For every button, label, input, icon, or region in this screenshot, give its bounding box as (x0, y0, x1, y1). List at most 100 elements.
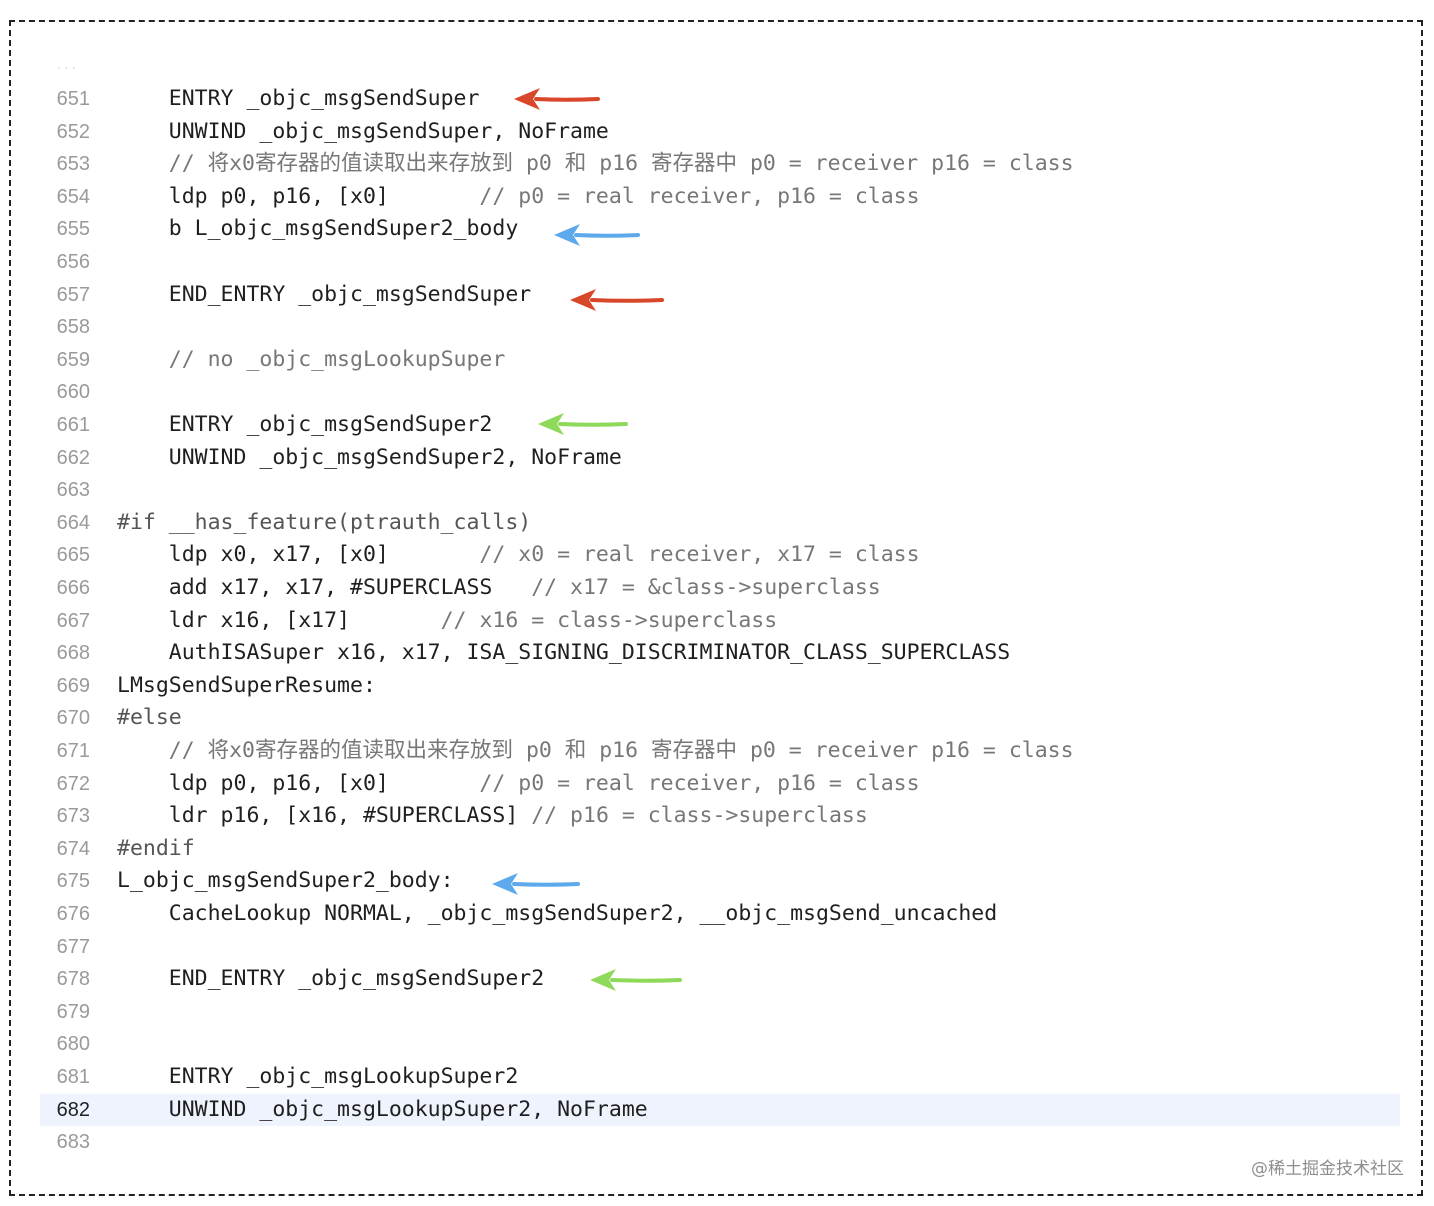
code-line[interactable]: 656 (40, 246, 1400, 278)
preprocessor-directive: #endif (117, 835, 195, 861)
line-number: 665 (56, 544, 90, 567)
code-statement: ldr x16, [x17] (117, 607, 350, 633)
code-line[interactable]: 657 END_ENTRY _objc_msgSendSuper (40, 279, 1400, 311)
green-arrow-end-entry2 (590, 969, 682, 991)
code-line[interactable]: 673 ldr p16, [x16, #SUPERCLASS] // p16 =… (40, 800, 1400, 832)
code-line[interactable]: 667 ldr x16, [x17] // x16 = class->super… (40, 605, 1400, 637)
code-line[interactable]: 663 (40, 474, 1400, 506)
code-line[interactable]: 654 ldp p0, p16, [x0] // p0 = real recei… (40, 181, 1400, 213)
code-statement: add x17, x17, #SUPERCLASS (117, 575, 493, 600)
dashed-frame (9, 20, 1423, 1196)
code-line[interactable]: 671 // 将x0寄存器的值读取出来存放到 p0 和 p16 寄存器中 p0 … (40, 735, 1400, 767)
code-text: ldr p16, [x16, #SUPERCLASS] // p16 = cla… (117, 800, 868, 832)
code-line[interactable]: 680 (40, 1028, 1400, 1060)
code-line[interactable]: 653 // 将x0寄存器的值读取出来存放到 p0 和 p16 寄存器中 p0 … (40, 148, 1400, 180)
code-line[interactable]: 678 END_ENTRY _objc_msgSendSuper2 (40, 963, 1400, 995)
line-number: 672 (56, 772, 90, 795)
code-text: L_objc_msgSendSuper2_body: (117, 865, 454, 897)
line-number: 663 (56, 479, 90, 502)
line-number: 653 (56, 153, 90, 176)
line-number: 674 (56, 837, 90, 860)
code-statement: UNWIND _objc_msgSendSuper2, NoFrame (117, 444, 622, 470)
code-statement: ldp x0, x17, [x0] (117, 542, 389, 568)
code-statement: END_ENTRY _objc_msgSendSuper (117, 281, 532, 307)
code-line[interactable]: 668 AuthISASuper x16, x17, ISA_SIGNING_D… (40, 637, 1400, 669)
code-statement: ENTRY _objc_msgSendSuper (117, 86, 480, 111)
code-line[interactable]: 660 (40, 376, 1400, 408)
code-line[interactable]: 664#if __has_feature(ptrauth_calls) (40, 507, 1400, 539)
code-text: UNWIND _objc_msgSendSuper, NoFrame (117, 116, 609, 148)
code-line[interactable]: 676 CacheLookup NORMAL, _objc_msgSendSup… (40, 898, 1400, 930)
line-number: 675 (56, 870, 90, 893)
code-text: AuthISASuper x16, x17, ISA_SIGNING_DISCR… (117, 637, 1010, 669)
code-line[interactable]: 662 UNWIND _objc_msgSendSuper2, NoFrame (40, 442, 1400, 474)
code-statement: ENTRY _objc_msgSendSuper2 (117, 412, 493, 437)
line-number: 668 (56, 642, 90, 665)
code-text: ldr x16, [x17] // x16 = class->superclas… (117, 605, 777, 637)
code-text: #if __has_feature(ptrauth_calls) (117, 507, 531, 539)
line-number: 651 (56, 88, 90, 110)
line-number: 652 (56, 120, 90, 143)
code-line[interactable]: 652 UNWIND _objc_msgSendSuper, NoFrame (40, 116, 1400, 148)
code-text: UNWIND _objc_msgLookupSuper2, NoFrame (117, 1094, 648, 1126)
code-statement: ldp p0, p16, [x0] (117, 770, 389, 796)
line-number: 667 (56, 609, 90, 632)
line-number: 669 (56, 674, 90, 697)
line-number: 662 (56, 446, 90, 469)
line-number: 656 (56, 251, 90, 273)
line-number: 666 (56, 577, 90, 599)
blue-arrow-body-label (492, 873, 580, 895)
code-line[interactable]: 681 ENTRY _objc_msgLookupSuper2 (40, 1061, 1400, 1093)
code-line[interactable]: 659 // no _objc_msgLookupSuper (40, 344, 1400, 376)
line-number: 681 (56, 1066, 90, 1088)
line-number: 657 (56, 283, 90, 306)
line-number: 680 (56, 1033, 90, 1056)
code-line[interactable]: 661 ENTRY _objc_msgSendSuper2 (40, 409, 1400, 441)
red-arrow-end-entry (570, 289, 664, 311)
code-line[interactable]: 683 (40, 1126, 1400, 1158)
code-line[interactable]: 666 add x17, x17, #SUPERCLASS // x17 = &… (40, 572, 1400, 604)
blue-arrow-branch (554, 224, 640, 246)
line-number: 678 (56, 968, 90, 991)
code-line[interactable]: 670 #else (40, 702, 1400, 734)
code-text: add x17, x17, #SUPERCLASS // x17 = &clas… (117, 572, 881, 604)
code-statement: ldp p0, p16, [x0] (117, 183, 389, 209)
code-line[interactable]: 665 ldp x0, x17, [x0] // x0 = real recei… (40, 539, 1400, 571)
code-text: ENTRY _objc_msgSendSuper (117, 83, 480, 115)
code-line[interactable]: 651 ENTRY _objc_msgSendSuper (40, 83, 1400, 115)
code-text: ENTRY _objc_msgSendSuper2 (117, 409, 493, 441)
code-line[interactable]: 672 ldp p0, p16, [x0] // p0 = real recei… (40, 768, 1400, 800)
code-line[interactable]: 679 (40, 996, 1400, 1028)
line-number: 682 (56, 1098, 90, 1121)
line-number: 660 (56, 381, 90, 404)
line-number: 679 (56, 1000, 90, 1023)
preprocessor-directive: #else (117, 705, 182, 731)
code-line[interactable]: 675 L_objc_msgSendSuper2_body: (40, 865, 1400, 897)
inline-comment: // p16 = class->superclass (518, 803, 868, 829)
inline-comment: // x16 = class->superclass (350, 607, 778, 633)
code-statement: ENTRY _objc_msgLookupSuper2 (117, 1064, 519, 1089)
line-number: 676 (56, 903, 90, 925)
inline-comment: // p0 = real receiver, p16 = class (388, 183, 920, 209)
inline-comment: // p0 = real receiver, p16 = class (388, 770, 920, 796)
code-line[interactable]: 655 b L_objc_msgSendSuper2_body (40, 213, 1400, 245)
line-number: 654 (56, 185, 90, 208)
line-number: 670 (56, 707, 90, 730)
code-text: // 将x0寄存器的值读取出来存放到 p0 和 p16 寄存器中 p0 = re… (117, 148, 1074, 180)
inline-comment: // x17 = &class->superclass (492, 575, 881, 600)
code-text: // no _objc_msgLookupSuper (117, 344, 506, 376)
line-number: 659 (56, 348, 90, 371)
current-code-line[interactable]: 682 UNWIND _objc_msgLookupSuper2, NoFram… (40, 1093, 1400, 1126)
code-line[interactable]: 674 #endif (40, 833, 1400, 865)
code-line[interactable]: 658 (40, 311, 1400, 343)
code-statement: UNWIND _objc_msgLookupSuper2, NoFrame (117, 1096, 648, 1122)
code-statement: UNWIND _objc_msgSendSuper, NoFrame (117, 118, 609, 144)
code-text: // 将x0寄存器的值读取出来存放到 p0 和 p16 寄存器中 p0 = re… (117, 735, 1074, 767)
code-text: #endif (117, 833, 195, 865)
code-text: CacheLookup NORMAL, _objc_msgSendSuper2,… (117, 898, 997, 930)
code-text: b L_objc_msgSendSuper2_body (117, 213, 519, 245)
code-line[interactable]: 677 (40, 931, 1400, 963)
